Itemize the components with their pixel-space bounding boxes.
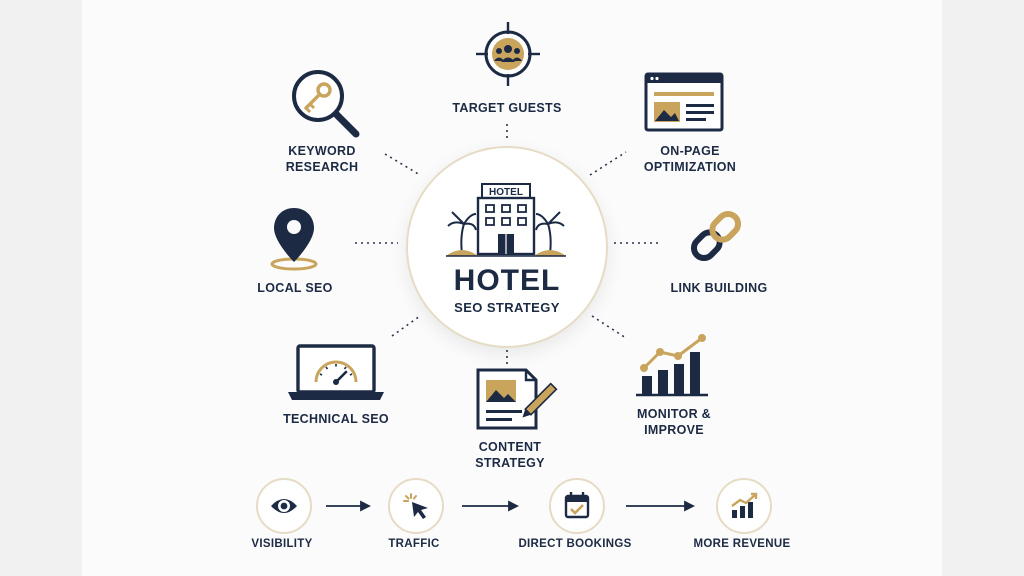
target-guests-label: TARGET GUESTS [452, 101, 562, 115]
hub-title: HOTEL [453, 264, 561, 297]
map-pin-icon [270, 208, 318, 271]
more-revenue-step [716, 478, 772, 534]
technical-seo-label: TECHNICAL SEO [283, 412, 389, 426]
connector-onpage [589, 151, 627, 176]
hub-subtitle: SEO STRATEGY [454, 300, 560, 315]
target-guests-icon [476, 22, 540, 86]
on-page-label: ON-PAGE OPTIMIZATION [620, 143, 760, 175]
content-strategy-line1: CONTENT [478, 440, 542, 454]
hotel-sign-text: HOTEL [489, 187, 523, 198]
monitor-improve-line2: IMPROVE [644, 423, 704, 437]
link-building-label: LINK BUILDING [670, 281, 768, 295]
growth-chart-icon [636, 334, 708, 397]
traffic-step [388, 478, 444, 534]
direct-bookings-step [549, 478, 605, 534]
visibility-label: VISIBILITY [251, 538, 313, 550]
calendar-check-icon [564, 492, 590, 519]
webpage-icon [644, 72, 724, 132]
local-seo-label: LOCAL SEO [257, 281, 333, 295]
hotel-building-icon: HOTEL [446, 183, 566, 257]
hotel-seo-hub: HOTEL HOTEL SEO STRATEGY [406, 146, 608, 348]
content-strategy-line2: STRATEGY [475, 456, 545, 470]
magnifier-key-icon [292, 70, 360, 138]
on-page-line1: ON-PAGE [660, 144, 720, 158]
cursor-click-icon [403, 493, 428, 519]
content-strategy-label: CONTENT STRATEGY [450, 439, 570, 471]
traffic-label: TRAFFIC [388, 538, 440, 550]
connector-keyword [384, 153, 421, 176]
on-page-line2: OPTIMIZATION [643, 160, 737, 174]
visibility-step [256, 478, 312, 534]
monitor-improve-line1: MONITOR & [637, 407, 711, 421]
eye-icon [271, 499, 297, 513]
chain-link-icon [690, 210, 742, 262]
direct-bookings-label: DIRECT BOOKINGS [518, 538, 632, 550]
keyword-research-line1: KEYWORD [288, 144, 356, 158]
revenue-chart-icon [731, 492, 758, 518]
connector-monitor [591, 315, 627, 339]
keyword-research-label: KEYWORD RESEARCH [262, 143, 382, 175]
more-revenue-label: MORE REVENUE [693, 538, 791, 550]
document-pen-icon [476, 368, 558, 430]
keyword-research-line2: RESEARCH [285, 160, 359, 174]
laptop-speedometer-icon [288, 344, 384, 400]
monitor-improve-label: MONITOR & IMPROVE [614, 406, 734, 438]
